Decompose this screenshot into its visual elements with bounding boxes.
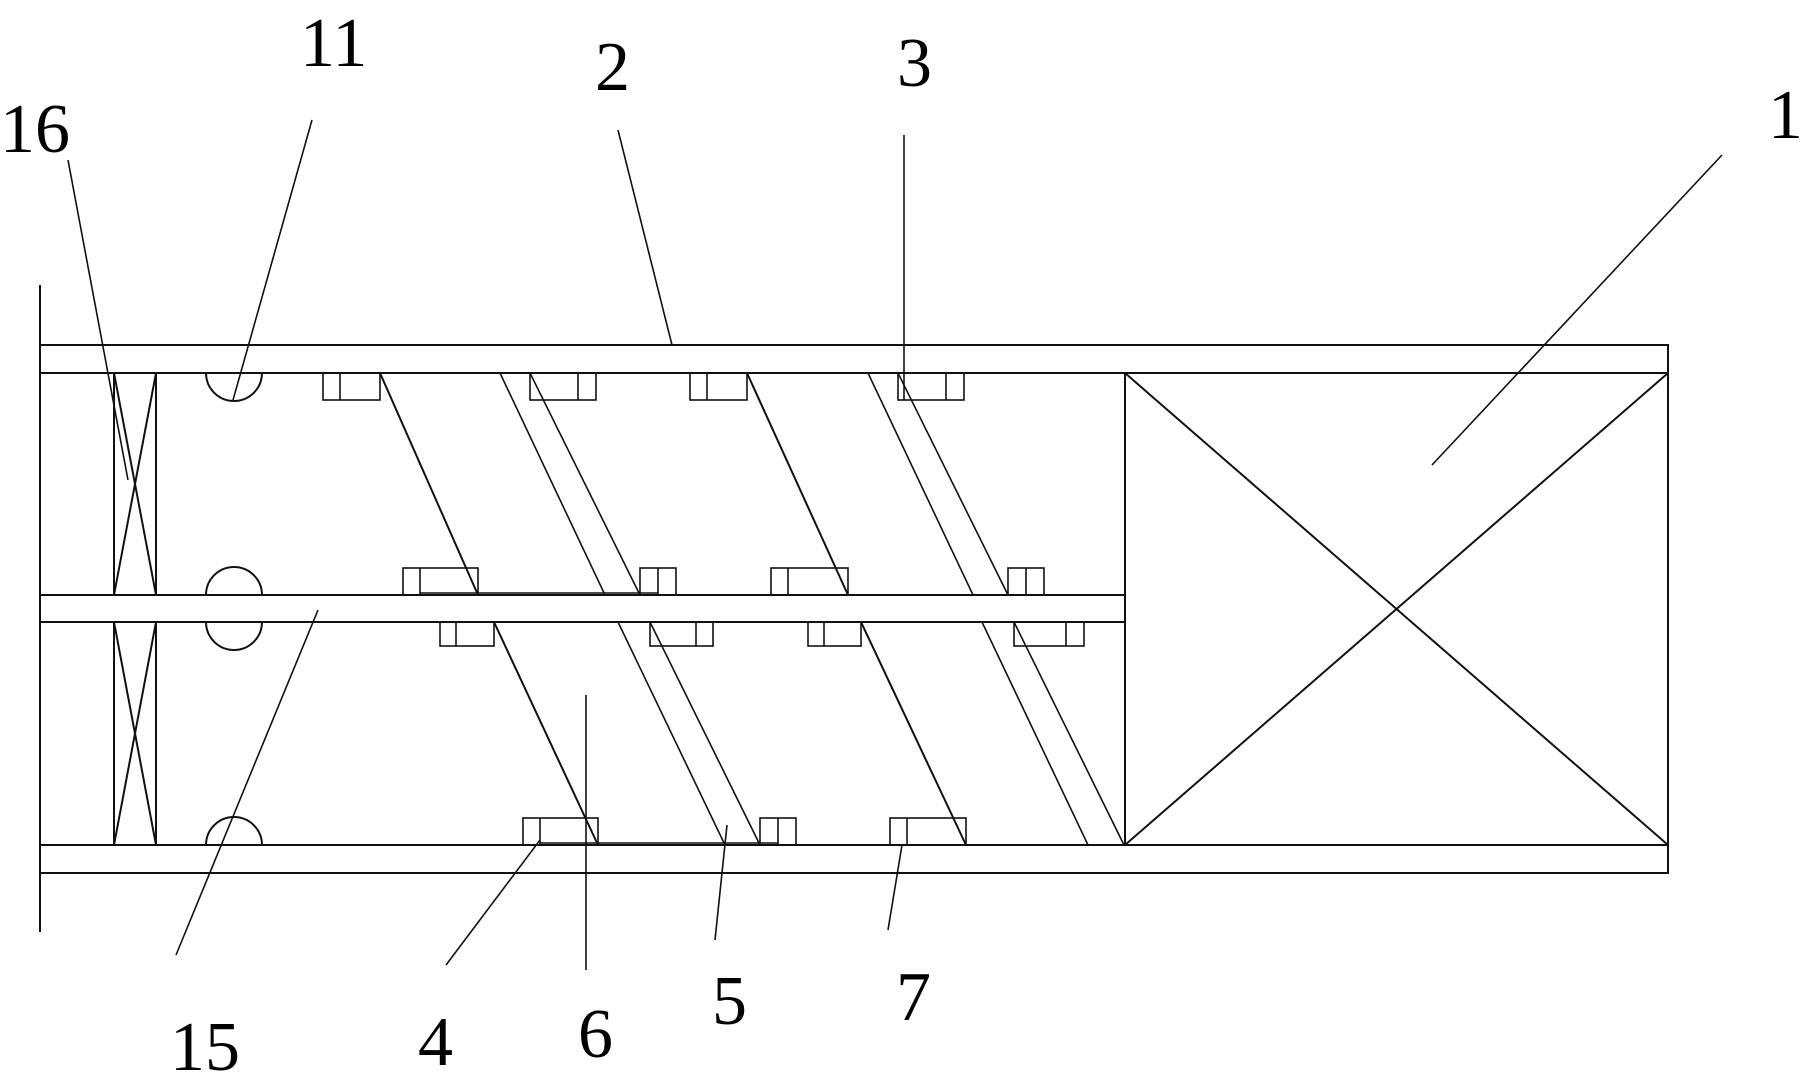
leader-4 <box>445 839 541 966</box>
label-3: 3 <box>897 25 932 102</box>
label-11: 11 <box>300 5 367 82</box>
label-7: 7 <box>896 959 931 1036</box>
leader-16 <box>67 159 129 481</box>
leader-11 <box>232 119 313 401</box>
label-16: 16 <box>0 91 70 168</box>
label-4: 4 <box>418 1004 453 1079</box>
hatched-diagonals <box>498 372 1126 846</box>
label-15: 15 <box>170 1009 240 1079</box>
middle-plate <box>39 594 1126 623</box>
leader-5 <box>714 824 728 941</box>
leader-15 <box>175 609 319 956</box>
label-1: 1 <box>1768 77 1803 154</box>
contact-lines <box>420 592 778 844</box>
leader-1 <box>1431 154 1723 466</box>
label-6: 6 <box>578 996 613 1073</box>
left-valve-upper <box>113 372 157 596</box>
left-valve-lower <box>113 621 157 846</box>
leader-2 <box>617 129 673 346</box>
small-blocks <box>322 372 1085 846</box>
bottom-plate <box>39 844 1669 874</box>
plain-diagonals <box>379 372 967 846</box>
leader-7 <box>887 844 903 931</box>
top-plate <box>39 344 1669 374</box>
semicircle-bumps <box>205 372 263 846</box>
label-2: 2 <box>595 29 630 106</box>
component-box <box>1124 372 1669 846</box>
leader-lines <box>67 119 1723 970</box>
label-5: 5 <box>712 963 747 1040</box>
